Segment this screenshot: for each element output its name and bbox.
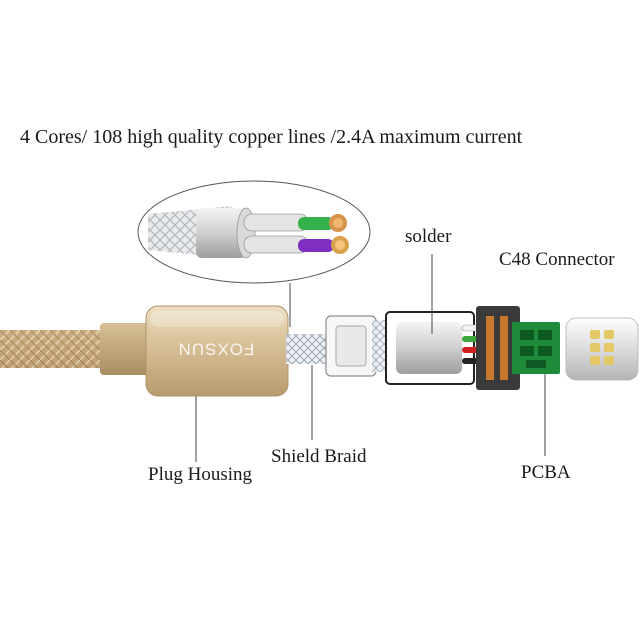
c48-connector (476, 306, 560, 456)
solder-label: solder (405, 226, 452, 247)
braided-cable (0, 330, 104, 368)
plug-housing (145, 305, 289, 397)
strain-relief (100, 323, 150, 375)
headline: 4 Cores/ 108 high quality copper lines /… (20, 126, 523, 148)
lightning-tip (565, 317, 639, 381)
brand-logo: FOXSUN (178, 340, 255, 359)
c48-connector-label: C48 Connector (499, 249, 615, 270)
shield-braid-label: Shield Braid (271, 446, 367, 467)
pcba-label: PCBA (521, 462, 571, 483)
cable-crosssection-inset (137, 180, 371, 327)
plug-housing-label: Plug Housing (148, 464, 252, 485)
solder-block (385, 254, 475, 385)
